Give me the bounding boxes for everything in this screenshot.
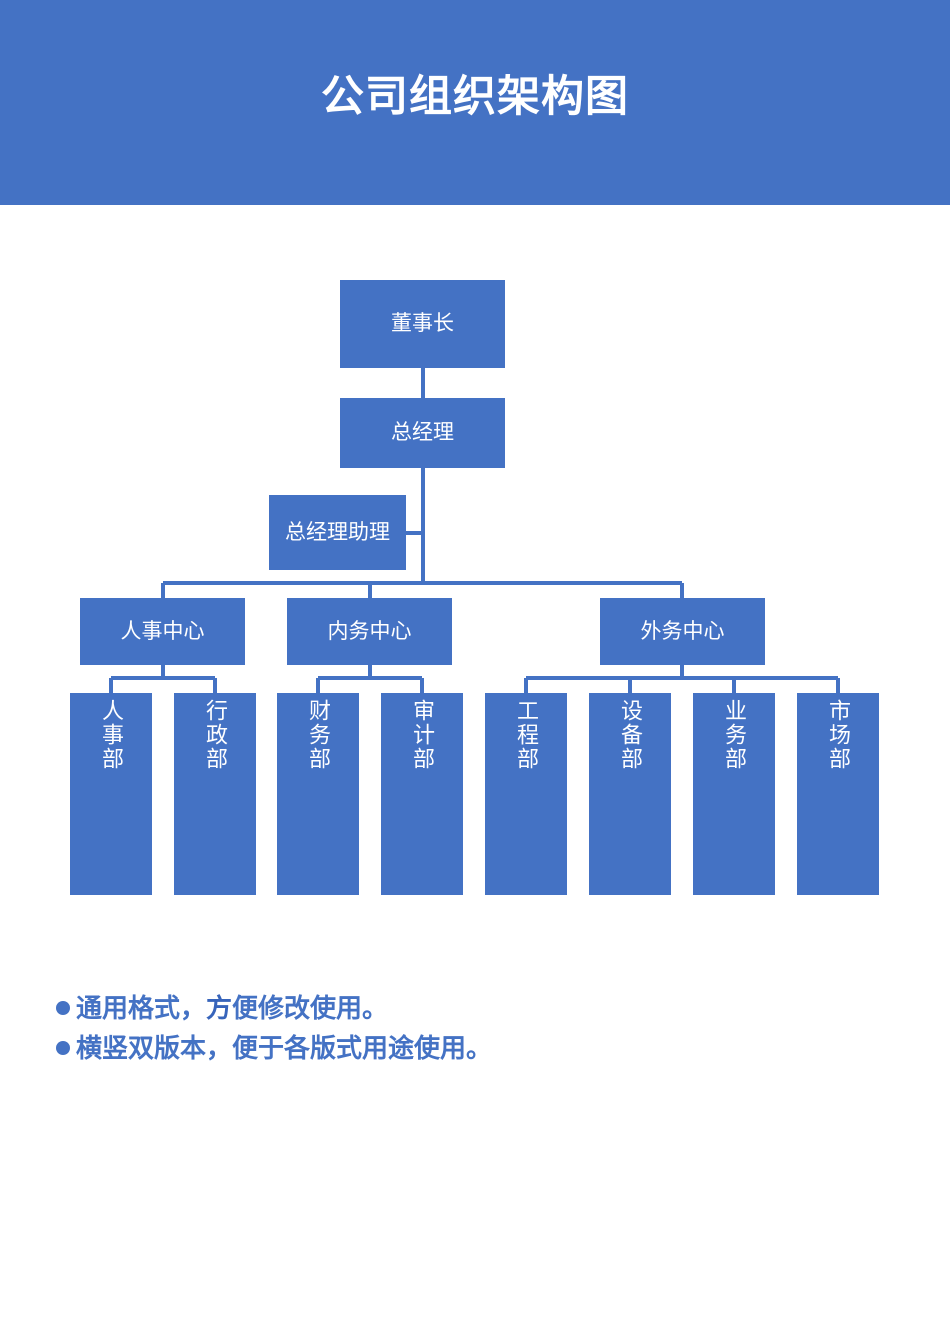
note-emphasis: 方 [206,993,233,1023]
node-label: 内务中心 [327,619,412,643]
node-label: 工程部 [514,699,539,771]
node-label: 财务部 [306,699,331,771]
node-label: 人事部 [99,699,124,771]
node-hr-center[interactable]: 人事中心 [80,598,245,665]
node-label: 外务中心 [640,619,725,643]
node-external-center[interactable]: 外务中心 [600,598,765,665]
node-gm-assistant[interactable]: 总经理助理 [269,495,406,570]
node-internal-center[interactable]: 内务中心 [287,598,452,665]
notes-list: 通用格式，方便修改使用。 横竖双版本，便于各版式用途使用。 [56,988,816,1068]
node-label: 设备部 [618,699,643,771]
node-general-manager[interactable]: 总经理 [340,398,505,468]
note-suffix: 便修改使用。 [232,993,389,1023]
node-audit-department[interactable]: 审计部 [381,693,463,895]
node-label: 总经理助理 [285,520,390,544]
note-item: 横竖双版本，便于各版式用途使用。 [56,1028,816,1068]
node-finance-department[interactable]: 财务部 [277,693,359,895]
node-label: 业务部 [722,699,747,771]
note-prefix: 横竖双版本，便于各版式用途使用。 [76,1033,493,1063]
node-market-department[interactable]: 市场部 [797,693,879,895]
connector-lines [109,368,840,693]
node-label: 人事中心 [120,619,205,643]
note-text: 横竖双版本，便于各版式用途使用。 [76,1028,492,1068]
bullet-icon [56,1001,70,1015]
node-chairman[interactable]: 董事长 [340,280,505,368]
org-chart: 董事长 总经理 总经理助理 人事中心 内务中心 外务中心 人事部 行政部 财务部… [70,280,879,895]
node-engineering-department[interactable]: 工程部 [485,693,567,895]
node-business-department[interactable]: 业务部 [693,693,775,895]
node-label: 审计部 [410,699,435,771]
page-title: 公司组织架构图 [321,73,629,121]
node-label: 市场部 [826,699,851,771]
node-label: 董事长 [391,312,454,335]
node-equipment-department[interactable]: 设备部 [589,693,671,895]
note-prefix: 通用格式， [76,993,207,1023]
node-hr-department[interactable]: 人事部 [70,693,152,895]
header-banner: 公司组织架构图 [0,0,950,205]
node-label: 总经理 [391,421,454,444]
note-text: 通用格式，方便修改使用。 [76,988,388,1028]
bullet-icon [56,1041,70,1055]
note-item: 通用格式，方便修改使用。 [56,988,816,1028]
node-administration-department[interactable]: 行政部 [174,693,256,895]
node-label: 行政部 [203,699,228,771]
